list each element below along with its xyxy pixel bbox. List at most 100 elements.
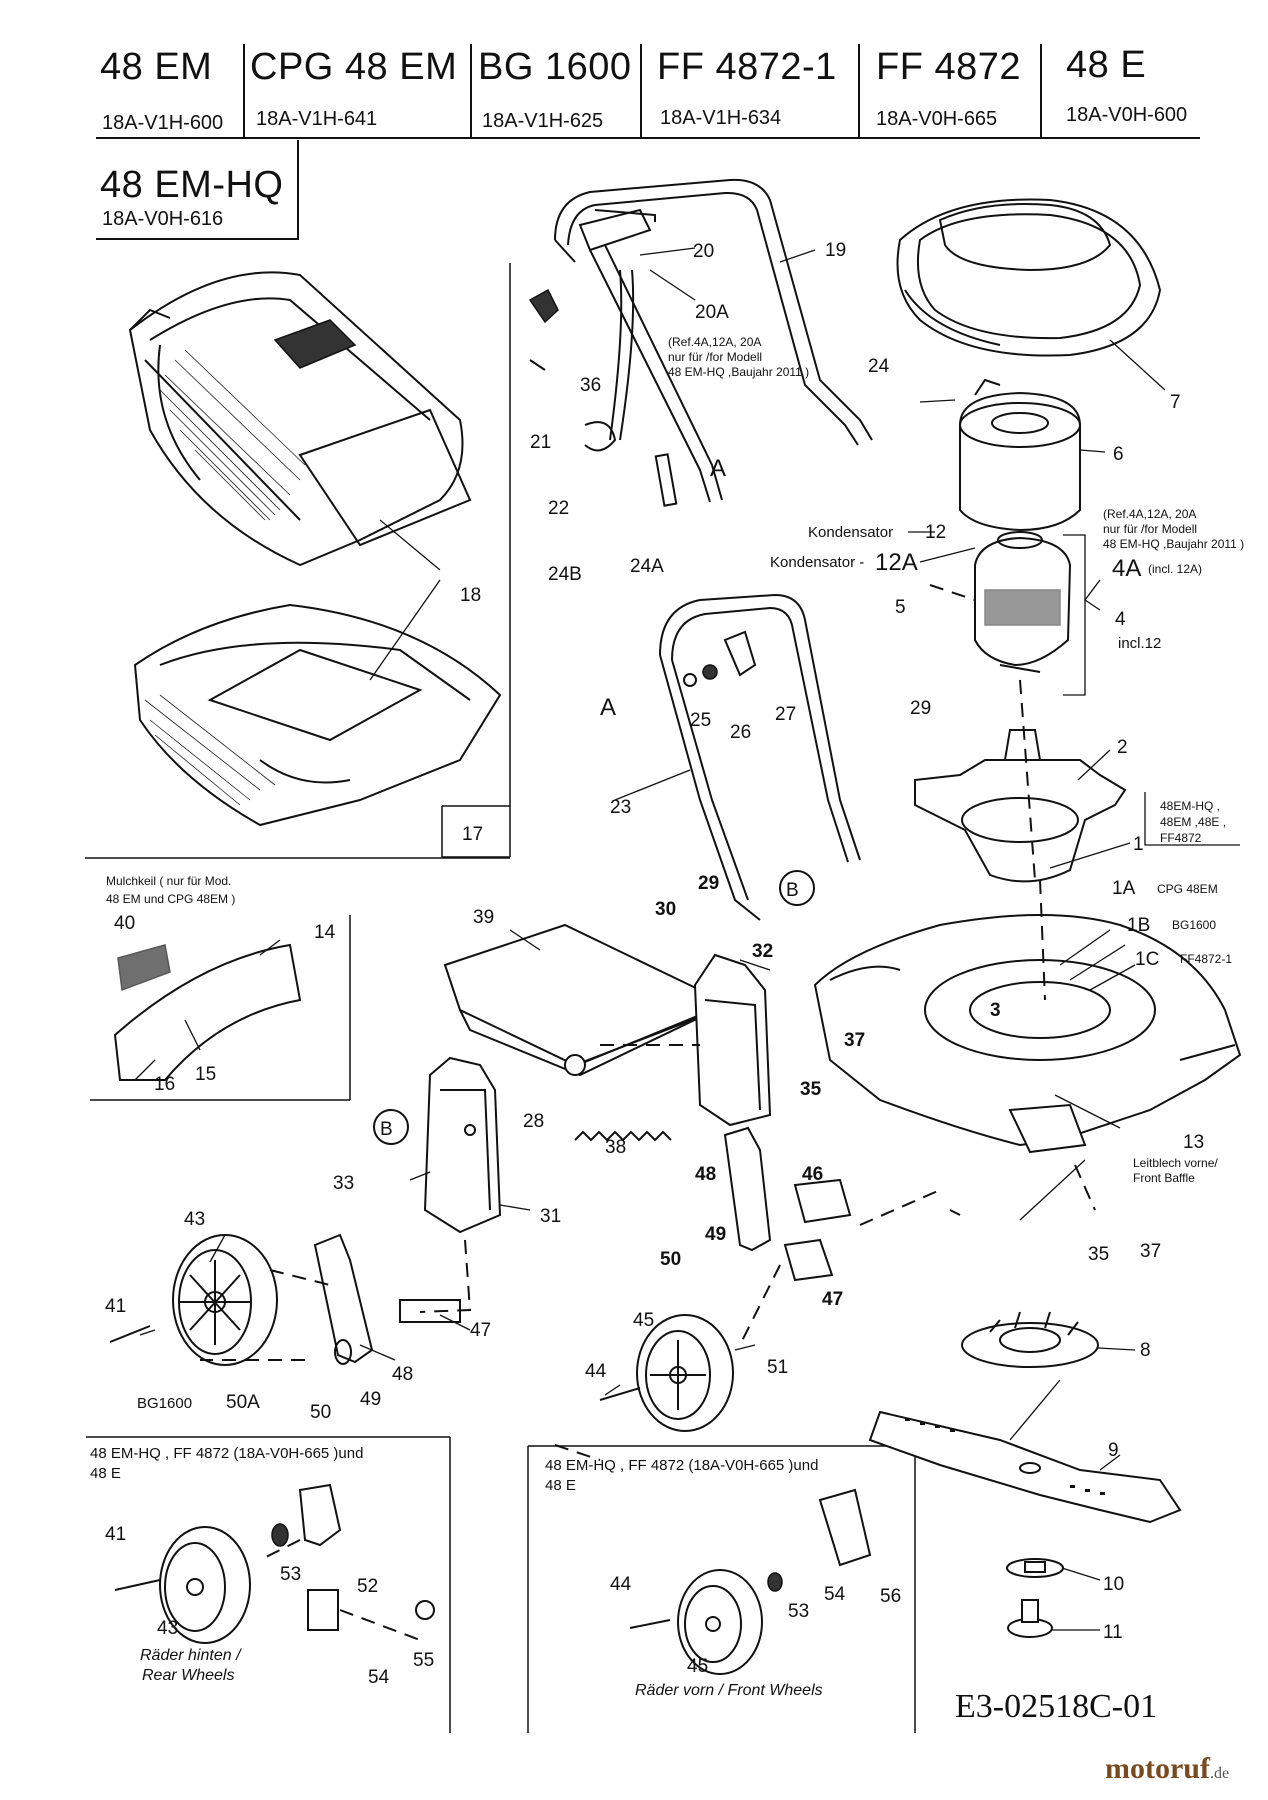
model-code-48em-hq: 18A-V0H-616	[102, 208, 224, 230]
model-code-bg1600: 18A-V1H-625	[482, 110, 604, 132]
blade-adapter	[1006, 1558, 1064, 1578]
part-label: 53	[788, 1601, 809, 1622]
part-label: 37	[1140, 1241, 1161, 1262]
part-number-labels: 20 20A 19 36 21 22 24B 24A 24 7 6 12 12A…	[105, 240, 1204, 1688]
mower-deck	[813, 914, 1242, 1154]
part-label: 35	[1088, 1244, 1109, 1265]
part-label: 21	[530, 432, 551, 453]
part-label: 12	[925, 522, 946, 543]
part-label: 8	[1140, 1340, 1151, 1361]
part-label: 28	[523, 1111, 544, 1132]
part-label: 50	[310, 1402, 331, 1423]
part-label: A	[710, 455, 726, 482]
grass-catcher-box-frame	[441, 263, 511, 858]
height-adjuster-right	[693, 953, 772, 1127]
model-name-48e: 48 E	[1066, 44, 1147, 86]
part-label: BG1600	[137, 1395, 192, 1412]
part-label: 29	[698, 873, 719, 894]
part-label: 1B	[1127, 915, 1150, 936]
part-label: 45	[687, 1656, 708, 1677]
model-name-bg1600: BG 1600	[478, 46, 632, 88]
motor-housing	[959, 378, 1081, 532]
variant-box-title: 48 EM-HQ , FF 4872 (18A-V0H-665 )und	[545, 1457, 818, 1474]
model-year-note: nur für /for Modell	[668, 350, 762, 364]
blade-bolt	[1007, 1599, 1053, 1638]
motor-mount	[914, 729, 1127, 883]
part-label: 48	[695, 1164, 716, 1185]
model-code-cpg48em: 18A-V1H-641	[256, 108, 378, 130]
variant-rear-wheel	[114, 1483, 435, 1644]
header-divider	[640, 44, 642, 139]
model-code-ff4872-1: 18A-V1H-634	[660, 107, 782, 129]
part-label: 51	[767, 1357, 788, 1378]
part-label: 16	[154, 1074, 175, 1095]
part-label: 32	[752, 941, 773, 962]
assembly-dash-lines	[200, 584, 1096, 1641]
front-baffle-note: Leitblech vorne/	[1133, 1156, 1218, 1170]
part-label: 41	[105, 1296, 126, 1317]
part-label: 43	[157, 1618, 178, 1639]
part-label: 22	[548, 498, 569, 519]
part-label: 10	[1103, 1574, 1124, 1595]
incl-note: (incl. 12A)	[1148, 562, 1202, 576]
front-wheel-bracket	[723, 1126, 852, 1282]
part-label: 1C	[1135, 949, 1159, 970]
part-label: 1	[1133, 834, 1144, 855]
part-label: 39	[473, 907, 494, 928]
part-label: 20A	[695, 302, 729, 323]
part-label: 7	[1170, 392, 1181, 413]
part-label: 27	[775, 704, 796, 725]
part-label: 52	[357, 1576, 378, 1597]
part-label: B	[380, 1119, 393, 1140]
part-label: 35	[800, 1079, 822, 1100]
part-label: 44	[585, 1361, 607, 1382]
part-label: 41	[105, 1524, 126, 1545]
part-label: 43	[184, 1209, 205, 1230]
mulch-insert	[113, 943, 302, 1081]
part-label: 29	[910, 698, 931, 719]
rear-wheels-caption: Räder hinten /	[140, 1647, 242, 1664]
part-label: 47	[470, 1320, 491, 1341]
front-wheel	[599, 1314, 734, 1432]
header-rule	[96, 238, 298, 240]
part-label: 31	[540, 1206, 561, 1227]
marker-b-circle-upper	[779, 870, 815, 906]
grass-catcher-top	[128, 271, 472, 567]
header-divider	[1040, 44, 1042, 139]
part-label: 47	[822, 1289, 843, 1310]
part-label: 40	[114, 913, 135, 934]
part-label: 4A	[1112, 555, 1141, 582]
part-label: 18	[460, 585, 481, 606]
annotation-notes: (Ref.4A,12A, 20A nur für /for Modell 48 …	[90, 335, 1244, 1699]
part-label: 36	[580, 375, 601, 396]
lower-handle	[659, 593, 861, 921]
capacitor-label: Kondensator -	[770, 554, 864, 571]
model-code-ff4872: 18A-V0H-665	[876, 108, 998, 130]
mulch-box-frame	[85, 857, 510, 1101]
height-adjuster-left	[423, 1056, 502, 1234]
variant-note: 48EM ,48E ,	[1160, 815, 1226, 829]
model-year-note: 48 EM-HQ ,Baujahr 2011 )	[1103, 537, 1244, 551]
part-label: 53	[280, 1564, 301, 1585]
part-label: 44	[610, 1574, 632, 1595]
upper-handle	[528, 178, 873, 507]
header-divider	[858, 44, 860, 139]
part-label: 1A	[1112, 878, 1136, 899]
part-label: 46	[802, 1164, 823, 1185]
front-wheels-caption: Räder vorn / Front Wheels	[635, 1682, 823, 1699]
part-label: 49	[360, 1389, 381, 1410]
model-name-ff4872: FF 4872	[876, 46, 1022, 88]
variant-note: FF4872	[1160, 831, 1202, 845]
model-name-48em-hq: 48 EM-HQ	[100, 164, 284, 206]
model-year-note: 48 EM-HQ ,Baujahr 2011 )	[668, 365, 809, 379]
part-label: 26	[730, 722, 751, 743]
variant-box-title: 48 E	[90, 1465, 121, 1482]
part-label: 19	[825, 240, 846, 261]
part-label: 2	[1117, 737, 1128, 758]
blade-fan	[961, 1311, 1099, 1368]
part-label: 49	[705, 1224, 726, 1245]
part-label: 23	[610, 797, 631, 818]
part-label: 17	[462, 824, 483, 845]
rear-wheel-bracket	[313, 1233, 461, 1365]
